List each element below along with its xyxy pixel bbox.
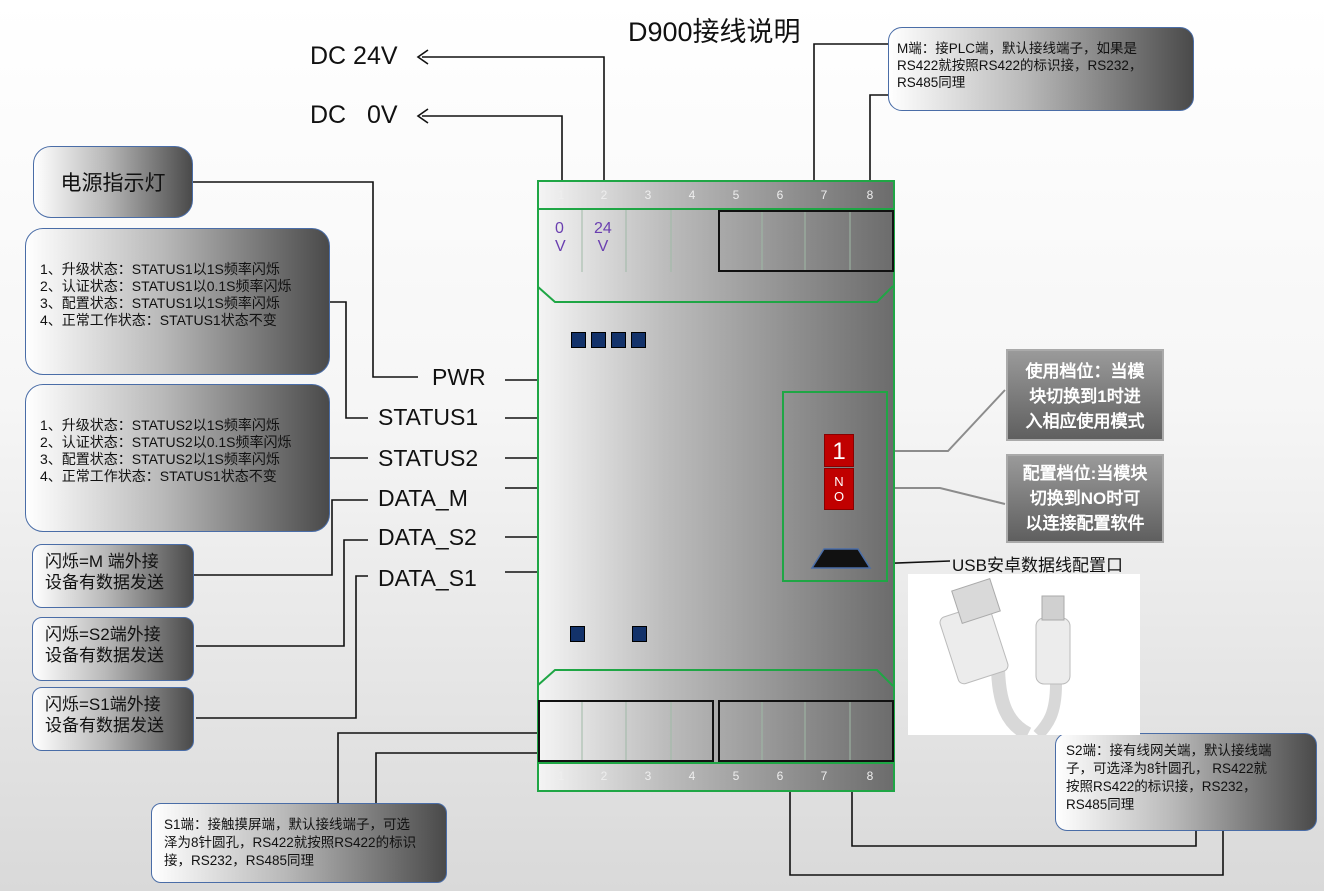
top-terminal-8: 8 — [866, 188, 874, 202]
bottom-terminal-3: 3 — [644, 769, 652, 783]
bottom-terminal-strip — [537, 762, 895, 792]
top-terminal-7: 7 — [820, 188, 828, 202]
bottom-terminal-4: 4 — [688, 769, 696, 783]
bottom-terminal-blocks — [537, 669, 894, 762]
power-led-note: 电源指示灯 — [33, 146, 193, 218]
usb-cable-icon — [939, 578, 1071, 741]
led-data-s2 — [632, 626, 647, 642]
m-port-note: M端：接PLC端，默认接线端子，如果是 RS422就按照RS422的标识接，RS… — [888, 27, 1194, 111]
bottom-terminal-5: 5 — [732, 769, 740, 783]
top-terminal-3: 3 — [644, 188, 652, 202]
top-terminal-6: 6 — [776, 188, 784, 202]
top-terminal-1: 1 — [557, 188, 565, 202]
led-data-m — [631, 332, 646, 348]
status2-note: 1、升级状态：STATUS2以1S频率闪烁 2、认证状态：STATUS2以0.1… — [25, 384, 330, 532]
top-terminal-2: 2 — [600, 188, 608, 202]
dc0-label: DC 0V — [310, 101, 398, 129]
bottom-terminal-1: 1 — [557, 769, 565, 783]
top-terminal-blocks — [537, 210, 894, 303]
bottom-terminal-2: 2 — [600, 769, 608, 783]
switch-area — [782, 391, 888, 582]
config-mode-callout: 配置档位:当模块 切换到NO时可 以连接配置软件 — [1006, 454, 1164, 543]
status1-note: 1、升级状态：STATUS1以1S频率闪烁 2、认证状态：STATUS1以0.1… — [25, 228, 330, 375]
bottom-terminal-6: 6 — [776, 769, 784, 783]
data-s2-note: 闪烁=S2端外接 设备有数据发送 — [32, 617, 194, 681]
bottom-terminal-8: 8 — [866, 769, 874, 783]
diagram-title: D900接线说明 — [628, 17, 801, 47]
signal-status2: STATUS2 — [378, 445, 479, 471]
signal-data-s2: DATA_S2 — [378, 524, 477, 550]
switch-position-1[interactable]: 1 — [824, 434, 854, 467]
usb-port-label: USB安卓数据线配置口 — [952, 556, 1123, 575]
top-terminal-4: 4 — [688, 188, 696, 202]
led-pwr — [571, 332, 586, 348]
top-terminal-strip — [537, 180, 895, 210]
bottom-terminal-7: 7 — [820, 769, 828, 783]
usb-cable-image — [908, 574, 1140, 741]
signal-status1: STATUS1 — [378, 404, 479, 430]
led-status1 — [591, 332, 606, 348]
led-status2 — [611, 332, 626, 348]
signal-data-m: DATA_M — [378, 485, 468, 511]
top-terminal-5: 5 — [732, 188, 740, 202]
use-mode-callout: 使用档位：当模 块切换到1时进 入相应使用模式 — [1006, 349, 1164, 441]
usb-port-icon — [810, 548, 872, 569]
signal-data-s1: DATA_S1 — [378, 565, 477, 591]
data-s1-note: 闪烁=S1端外接 设备有数据发送 — [32, 687, 194, 751]
led-data-s1 — [570, 626, 585, 642]
s1-port-note: S1端：接触摸屏端，默认接线端子，可选 泽为8针圆孔，RS422就按照RS422… — [151, 803, 447, 883]
data-m-note: 闪烁=M 端外接 设备有数据发送 — [32, 544, 194, 608]
s2-port-note: S2端：接有线网关端，默认接线端 子，可选泽为8针圆孔， RS422就 按照RS… — [1055, 733, 1317, 831]
dc24-label: DC 24V — [310, 42, 398, 70]
signal-pwr: PWR — [432, 364, 486, 390]
